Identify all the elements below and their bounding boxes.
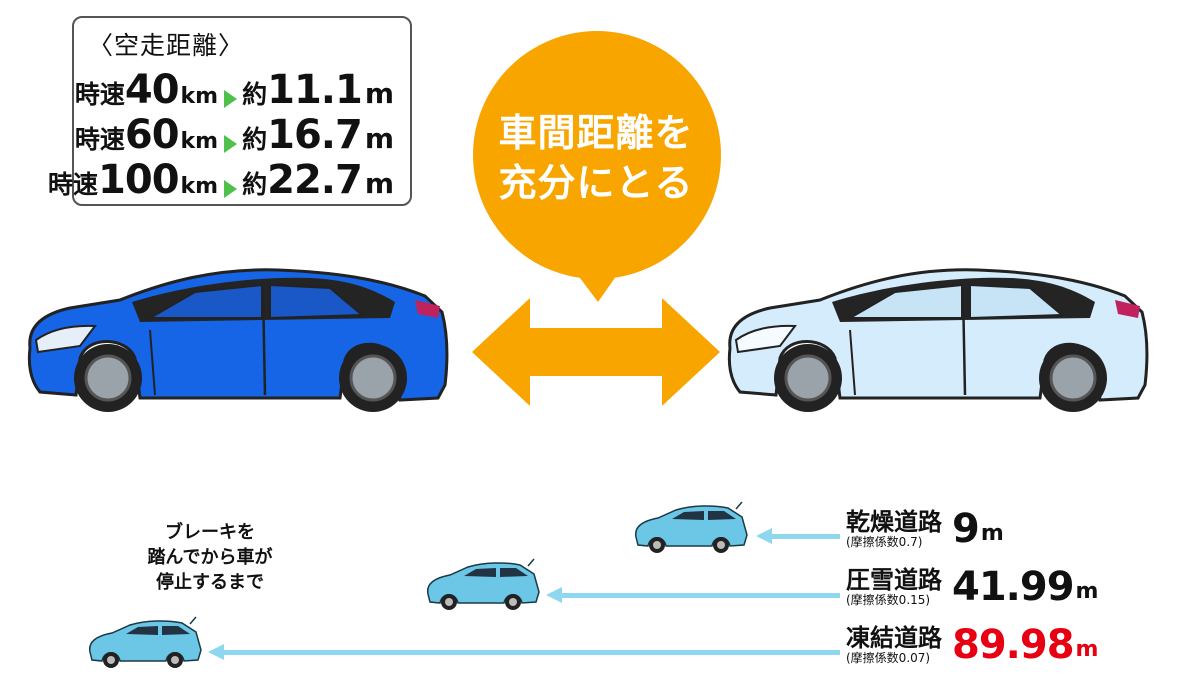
rear-car-light-blue: [727, 268, 1149, 412]
stopping-distance: 89.98: [952, 622, 1075, 668]
speed-unit: km: [180, 84, 219, 109]
front-car-blue: [27, 268, 449, 412]
bubble-text-line1: 車間距離を: [498, 111, 694, 155]
distance-unit: m: [1075, 579, 1099, 604]
stop-line-dry: [756, 528, 840, 544]
speed-value: 100: [98, 157, 179, 203]
small-car-ice: [88, 616, 202, 668]
road-name: 乾燥道路: [846, 508, 942, 536]
stop-line-ice: [208, 644, 840, 660]
braking-note-line3: 停止するまで: [156, 572, 264, 593]
distance-unit: m: [364, 167, 394, 200]
small-car-dry: [634, 501, 748, 553]
speed-row-60: 時速 60 km 約 16.7 m: [75, 115, 394, 161]
speed-label: 時速: [74, 80, 125, 109]
distance-unit: m: [364, 122, 394, 155]
small-car-snow: [426, 558, 540, 610]
triangle-arrow-icon: [224, 180, 238, 198]
speed-value: 60: [124, 112, 180, 158]
approx-label: 約: [242, 80, 268, 109]
stopping-distance: 9: [952, 506, 980, 552]
speed-unit: km: [180, 129, 219, 154]
speech-bubble: [473, 31, 721, 302]
reaction-distance-box: 〈空走距離〉 時速 40 km 約 11.1 m 時速 60 km 約 16.7…: [48, 16, 412, 206]
road-name: 圧雪道路: [846, 566, 942, 594]
speed-unit: km: [180, 174, 219, 199]
stop-line-snow: [546, 587, 840, 603]
friction-coefficient: (摩擦係数0.15): [846, 593, 931, 607]
distance-value: 16.7: [267, 112, 363, 158]
triangle-arrow-icon: [224, 135, 238, 153]
triangle-arrow-icon: [224, 90, 238, 108]
speed-label: 時速: [74, 125, 125, 154]
braking-note-line1: ブレーキを: [165, 522, 255, 543]
friction-coefficient: (摩擦係数0.7): [846, 535, 923, 549]
double-arrow-icon: [472, 298, 720, 406]
stopping-distance: 41.99: [952, 564, 1075, 610]
approx-label: 約: [242, 125, 268, 154]
braking-note-line2: 踏んでから車が: [147, 547, 273, 568]
distance-value: 22.7: [267, 157, 363, 203]
speed-label: 時速: [48, 170, 99, 199]
road-ice: 凍結道路 (摩擦係数0.07) 89.98 m: [846, 622, 1098, 668]
approx-label: 約: [242, 170, 268, 199]
road-snow: 圧雪道路 (摩擦係数0.15) 41.99 m: [846, 564, 1098, 610]
distance-unit: m: [1075, 637, 1099, 662]
braking-note: ブレーキを 踏んでから車が 停止するまで: [100, 520, 320, 595]
distance-unit: m: [980, 521, 1004, 546]
speed-row-100: 時速 100 km 約 22.7 m: [48, 160, 394, 206]
friction-coefficient: (摩擦係数0.07): [846, 651, 931, 665]
box-title: 〈空走距離〉: [88, 31, 245, 60]
speed-row-40: 時速 40 km 約 11.1 m: [75, 70, 394, 116]
distance-value: 11.1: [267, 67, 363, 113]
bubble-text-line2: 充分にとる: [498, 161, 694, 205]
speed-value: 40: [124, 67, 180, 113]
road-name: 凍結道路: [846, 624, 942, 652]
distance-unit: m: [364, 77, 394, 110]
road-dry: 乾燥道路 (摩擦係数0.7) 9 m: [846, 506, 1004, 552]
